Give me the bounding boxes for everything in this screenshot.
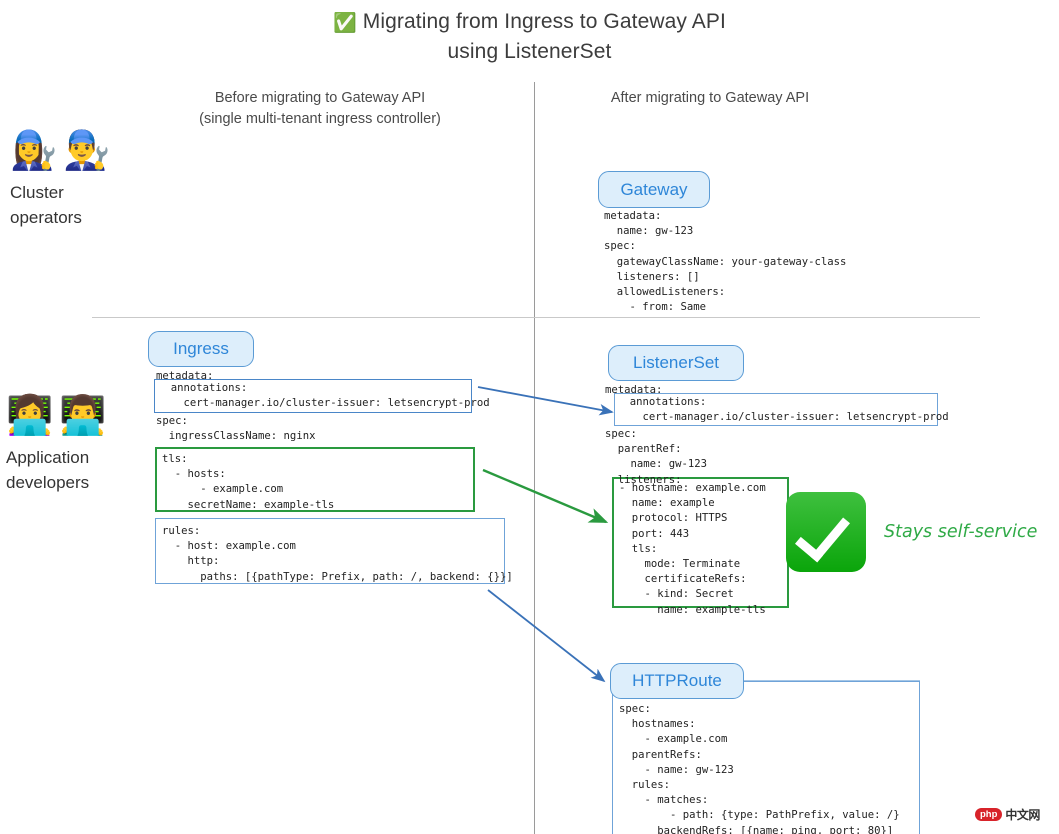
vertical-divider <box>534 82 535 834</box>
cluster-operators-label: Cluster operators <box>10 183 82 227</box>
listenerset-yaml-annotations: annotations: cert-manager.io/cluster-iss… <box>629 396 949 424</box>
listenerset-annotations-highlight <box>614 393 938 426</box>
arrow-annotations <box>477 386 614 416</box>
column-header-after: After migrating to Gateway API <box>610 90 810 106</box>
arrow-tls <box>482 468 609 524</box>
ingress-annotations-highlight <box>154 379 472 413</box>
httproute-yaml: spec: hostnames: - example.com parentRef… <box>619 703 900 834</box>
watermark-text: 中文网 <box>1005 808 1040 822</box>
ingress-yaml-spec: spec: ingressClassName: nginx <box>156 415 316 443</box>
page-title: ✅ Migrating from Ingress to Gateway API … <box>0 8 1059 66</box>
ingress-rules-highlight <box>155 518 505 584</box>
column-header-before: Before migrating to Gateway API (single … <box>199 90 441 127</box>
gateway-pill-label: Gateway <box>620 179 688 199</box>
listenerset-yaml-listener: - hostname: example.com name: example pr… <box>619 482 766 616</box>
gateway-yaml: metadata: name: gw-123 spec: gatewayClas… <box>604 210 847 314</box>
listenerset-pill[interactable]: ListenerSet <box>608 345 744 381</box>
ingress-yaml-metadata: metadata: <box>156 370 214 382</box>
horizontal-divider <box>92 317 980 318</box>
ingress-yaml-tls: tls: - hosts: - example.com secretName: … <box>162 453 335 511</box>
ingress-pill-label: Ingress <box>173 339 229 358</box>
arrow-rules <box>487 589 606 683</box>
listenerset-pill-label: ListenerSet <box>633 353 719 372</box>
httproute-pill[interactable]: HTTPRoute <box>610 663 744 699</box>
listenerset-yaml-metadata: metadata: <box>605 384 663 396</box>
ingress-yaml-rules: rules: - host: example.com http: paths: … <box>162 525 513 583</box>
listenerset-yaml-spec: spec: parentRef: name: gw-123 listeners: <box>605 428 708 486</box>
gateway-pill[interactable]: Gateway <box>598 171 710 208</box>
persona-cluster-operators: 👩‍🔧👨‍🔧 Cluster operators <box>10 128 117 230</box>
check-mark-button-icon: ✅ <box>333 13 357 34</box>
check-mark-button-icon <box>786 492 866 572</box>
ingress-yaml-annotations: annotations: cert-manager.io/cluster-iss… <box>170 382 490 410</box>
ingress-pill[interactable]: Ingress <box>148 331 254 367</box>
application-developers-label: Application developers <box>6 448 90 492</box>
application-developers-emoji: 👩‍💻👨‍💻 <box>6 395 113 437</box>
httproute-pill-label: HTTPRoute <box>632 671 722 690</box>
page-title-line2: using ListenerSet <box>447 40 612 63</box>
ingress-tls-highlight <box>155 447 475 512</box>
stays-self-service-note: Stays self-service <box>884 522 1038 542</box>
persona-application-developers: 👩‍💻👨‍💻 Application developers <box>6 393 113 495</box>
cluster-operators-emoji: 👩‍🔧👨‍🔧 <box>10 130 117 172</box>
watermark: php 中文网 <box>975 806 1040 823</box>
watermark-badge: php <box>975 808 1003 821</box>
page-title-line1: Migrating from Ingress to Gateway API <box>362 10 726 33</box>
